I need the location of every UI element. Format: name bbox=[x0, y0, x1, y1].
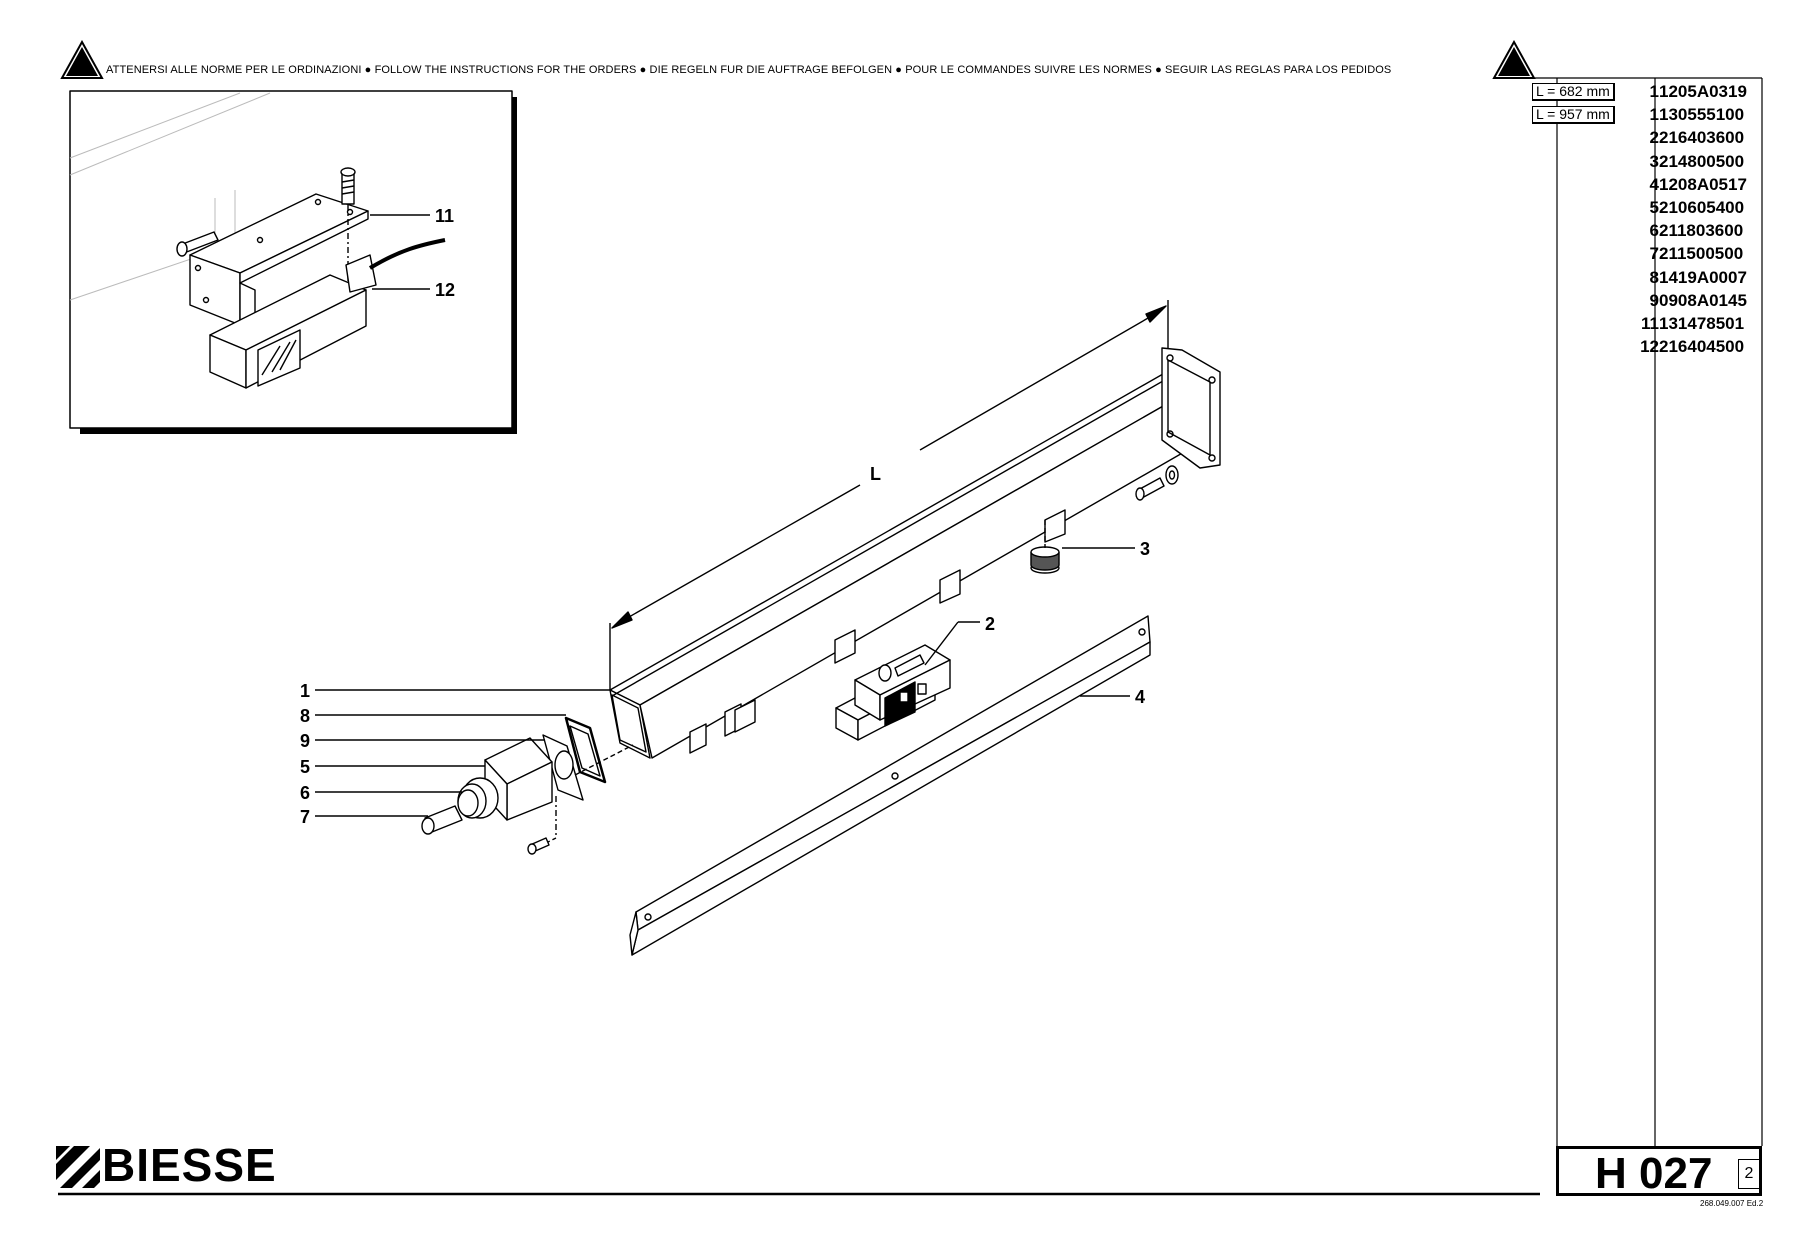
end-cap-assembly bbox=[315, 689, 634, 855]
part-code: 211500500 bbox=[1659, 244, 1744, 264]
item-number: 9 bbox=[1649, 290, 1659, 310]
part-code: 214800500 bbox=[1659, 151, 1745, 171]
item-number: 1 bbox=[1649, 105, 1659, 125]
part-code: 216403600 bbox=[1659, 128, 1745, 148]
main-beam bbox=[609, 347, 1221, 759]
item-number: 3 bbox=[1649, 151, 1659, 171]
callout-2: 2 bbox=[985, 614, 995, 634]
part-3-foot bbox=[1030, 520, 1135, 574]
length-label: L = 957 mm bbox=[1532, 106, 1615, 125]
warning-triangle-icon bbox=[60, 40, 104, 79]
callout-6: 6 bbox=[300, 783, 310, 803]
part-code: 1419A0007 bbox=[1659, 267, 1747, 287]
callout-8: 8 bbox=[300, 706, 310, 726]
callout-4: 4 bbox=[1135, 687, 1145, 707]
part-2-sensor bbox=[835, 621, 980, 741]
parts-table-frame bbox=[1528, 77, 1763, 1146]
part-code: 1208A0517 bbox=[1659, 174, 1747, 194]
item-number: 4 bbox=[1649, 174, 1659, 194]
dimension-line bbox=[609, 300, 1169, 690]
drawing-code-box: H 027 2 bbox=[1556, 1146, 1762, 1198]
item-number: 2 bbox=[1649, 128, 1659, 148]
callout-3: 3 bbox=[1140, 539, 1150, 559]
detail-inset bbox=[69, 90, 517, 434]
dimension-label: L bbox=[870, 464, 881, 484]
item-number: 12 bbox=[1640, 337, 1659, 357]
item-number: 6 bbox=[1649, 221, 1659, 241]
part-code: 0908A0145 bbox=[1659, 290, 1747, 310]
order-instructions: ATTENERSI ALLE NORME PER LE ORDINAZIONI … bbox=[106, 64, 1392, 76]
item-number: 8 bbox=[1649, 267, 1659, 287]
brand-name: BIESSE bbox=[102, 1139, 277, 1191]
part-code: 1205A0319 bbox=[1659, 82, 1747, 101]
part-code: 130555100 bbox=[1659, 105, 1745, 125]
part-4-profile bbox=[629, 615, 1151, 956]
callout-12: 12 bbox=[435, 280, 455, 300]
part-code: 211803600 bbox=[1659, 221, 1744, 241]
item-number: 5 bbox=[1649, 198, 1659, 217]
item-number: 11 bbox=[1641, 314, 1659, 333]
part-code: 131478501 bbox=[1659, 314, 1745, 333]
drawing-number: H 027 bbox=[1595, 1149, 1713, 1198]
item-number: 1 bbox=[1649, 82, 1659, 101]
length-label: L = 682 mm bbox=[1532, 83, 1615, 101]
item-number: 7 bbox=[1649, 244, 1659, 264]
callout-5: 5 bbox=[300, 757, 310, 777]
document-reference: 268.049.007 Ed.2 bbox=[1700, 1199, 1764, 1208]
sheet-number: 2 bbox=[1738, 1159, 1759, 1189]
part-code: 216404500 bbox=[1659, 337, 1745, 357]
callout-1: 1 bbox=[300, 681, 310, 701]
part-code: 210605400 bbox=[1659, 198, 1745, 217]
callout-7: 7 bbox=[300, 807, 310, 827]
callout-9: 9 bbox=[300, 731, 310, 751]
brand-mark-icon bbox=[56, 1146, 100, 1188]
warning-triangle-icon bbox=[1492, 40, 1536, 79]
callout-11: 11 bbox=[435, 206, 454, 226]
